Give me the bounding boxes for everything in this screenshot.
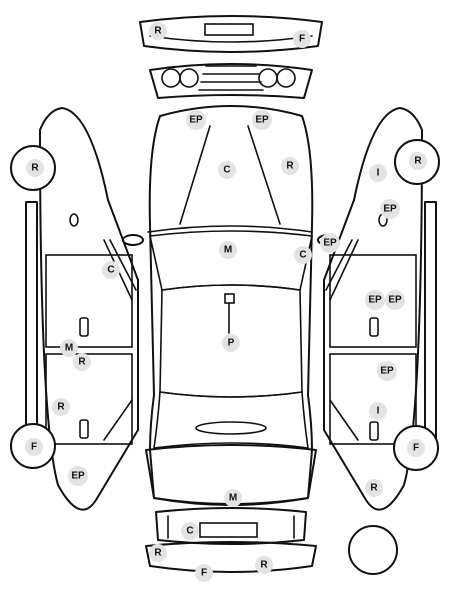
damage-badge-right-fender-low: EP xyxy=(380,199,400,219)
damage-badge-bg xyxy=(365,290,385,310)
damage-badge-bg xyxy=(320,233,340,253)
damage-badge-label: F xyxy=(31,442,37,453)
damage-badge-bg xyxy=(219,241,237,259)
damage-badge-label: R xyxy=(414,156,422,167)
damage-badge-left-rear-quarter: EP xyxy=(68,466,88,486)
damage-badge-left-rear-wheel: F xyxy=(25,438,43,456)
damage-badge-roof: P xyxy=(222,334,240,352)
damage-badge-right-rear-quarter: R xyxy=(365,479,383,497)
damage-badge-label: M xyxy=(65,343,73,354)
damage-badge-bg xyxy=(293,30,311,48)
damage-badge-label: R xyxy=(78,357,86,368)
rear-bumper xyxy=(145,507,317,573)
damage-badge-bg xyxy=(52,398,70,416)
damage-badge-trunk: M xyxy=(224,489,242,507)
damage-badge-label: F xyxy=(413,443,419,454)
damage-badge-front-bumper-right: F xyxy=(293,30,311,48)
damage-badge-left-front-wheel: R xyxy=(26,159,44,177)
damage-badge-bg xyxy=(369,164,387,182)
damage-badge-bg xyxy=(385,290,405,310)
damage-badge-label: M xyxy=(224,245,232,256)
damage-badge-bg xyxy=(369,402,387,420)
damage-badge-label: EP xyxy=(255,115,269,126)
damage-badge-bg xyxy=(149,22,167,40)
damage-badge-right-fender: I xyxy=(369,164,387,182)
damage-badge-bg xyxy=(380,199,400,219)
damage-badge-bg xyxy=(409,152,427,170)
damage-badge-bg xyxy=(407,439,425,457)
damage-badge-right-front-door-b: EP xyxy=(385,290,405,310)
car-top-view xyxy=(122,105,339,506)
damage-badge-label: M xyxy=(229,493,237,504)
damage-badge-label: R xyxy=(286,161,294,172)
damage-badge-bg xyxy=(181,522,199,540)
damage-badge-bg xyxy=(25,438,43,456)
damage-badge-label: EP xyxy=(189,115,203,126)
damage-badge-bg xyxy=(73,353,91,371)
damage-badge-hood-right-side: R xyxy=(281,157,299,175)
damage-badge-left-a-pillar: C xyxy=(102,261,120,279)
damage-badge-right-rear-wheel: F xyxy=(407,439,425,457)
damage-badge-mirror-right: EP xyxy=(320,233,340,253)
damage-badge-bg xyxy=(149,544,167,562)
damage-badge-right-rear-door: EP xyxy=(377,361,397,381)
damage-badge-label: F xyxy=(201,568,207,579)
damage-badge-bg xyxy=(186,110,206,130)
damage-badge-label: P xyxy=(228,338,235,349)
damage-badge-label: R xyxy=(57,402,65,413)
damage-badge-bg xyxy=(68,466,88,486)
damage-badge-label: R xyxy=(31,163,39,174)
spare-wheel xyxy=(348,525,398,575)
damage-badge-label: EP xyxy=(380,366,394,377)
damage-badge-rear-bumper-right: R xyxy=(255,556,273,574)
damage-badge-bg xyxy=(255,556,273,574)
damage-badge-label: EP xyxy=(71,471,85,482)
damage-badge-label: C xyxy=(299,250,306,261)
damage-badge-label: EP xyxy=(323,238,337,249)
damage-badge-a-pillar-right: C xyxy=(294,246,312,264)
damage-badge-right-front-door-a: EP xyxy=(365,290,385,310)
damage-badge-bg xyxy=(26,159,44,177)
damage-badge-bg xyxy=(365,479,383,497)
damage-badge-bg xyxy=(294,246,312,264)
damage-badge-label: EP xyxy=(383,204,397,215)
damage-badge-right-rear-door-low: I xyxy=(369,402,387,420)
damage-badge-hood-right: EP xyxy=(252,110,272,130)
damage-badge-label: I xyxy=(377,406,380,417)
damage-badge-rear-bumper: C xyxy=(181,522,199,540)
front-grille xyxy=(149,63,313,99)
damage-badge-left-b-pillar: M xyxy=(60,339,78,357)
damage-badge-label: EP xyxy=(388,295,402,306)
damage-badge-left-rear-door-low: R xyxy=(52,398,70,416)
damage-badge-bg xyxy=(222,334,240,352)
damage-badge-bg xyxy=(224,489,242,507)
damage-badge-label: F xyxy=(299,34,305,45)
damage-badge-bg xyxy=(218,161,236,179)
damage-badge-right-front-wheel: R xyxy=(409,152,427,170)
damage-badge-label: R xyxy=(370,483,378,494)
damage-badge-rear-bumper-center: F xyxy=(195,564,213,582)
damage-badge-bg xyxy=(195,564,213,582)
damage-badge-hood-center: C xyxy=(218,161,236,179)
damage-badge-label: R xyxy=(260,560,268,571)
damage-badge-bg xyxy=(60,339,78,357)
damage-badge-label: EP xyxy=(368,295,382,306)
damage-badge-label: C xyxy=(186,526,193,537)
damage-badge-front-bumper-left: R xyxy=(149,22,167,40)
damage-badge-hood-left: EP xyxy=(186,110,206,130)
damage-badge-left-rear-door: R xyxy=(73,353,91,371)
damage-badge-label: C xyxy=(107,265,114,276)
damage-badge-bg xyxy=(252,110,272,130)
damage-badge-label: R xyxy=(154,548,162,559)
damage-badge-rear-bumper-left: R xyxy=(149,544,167,562)
damage-badge-bg xyxy=(102,261,120,279)
damage-badge-label: R xyxy=(154,26,162,37)
damage-badge-label: I xyxy=(377,168,380,179)
damage-badge-bg xyxy=(281,157,299,175)
damage-badge-bg xyxy=(377,361,397,381)
damage-badge-label: C xyxy=(223,165,230,176)
damage-badge-windshield: M xyxy=(219,241,237,259)
